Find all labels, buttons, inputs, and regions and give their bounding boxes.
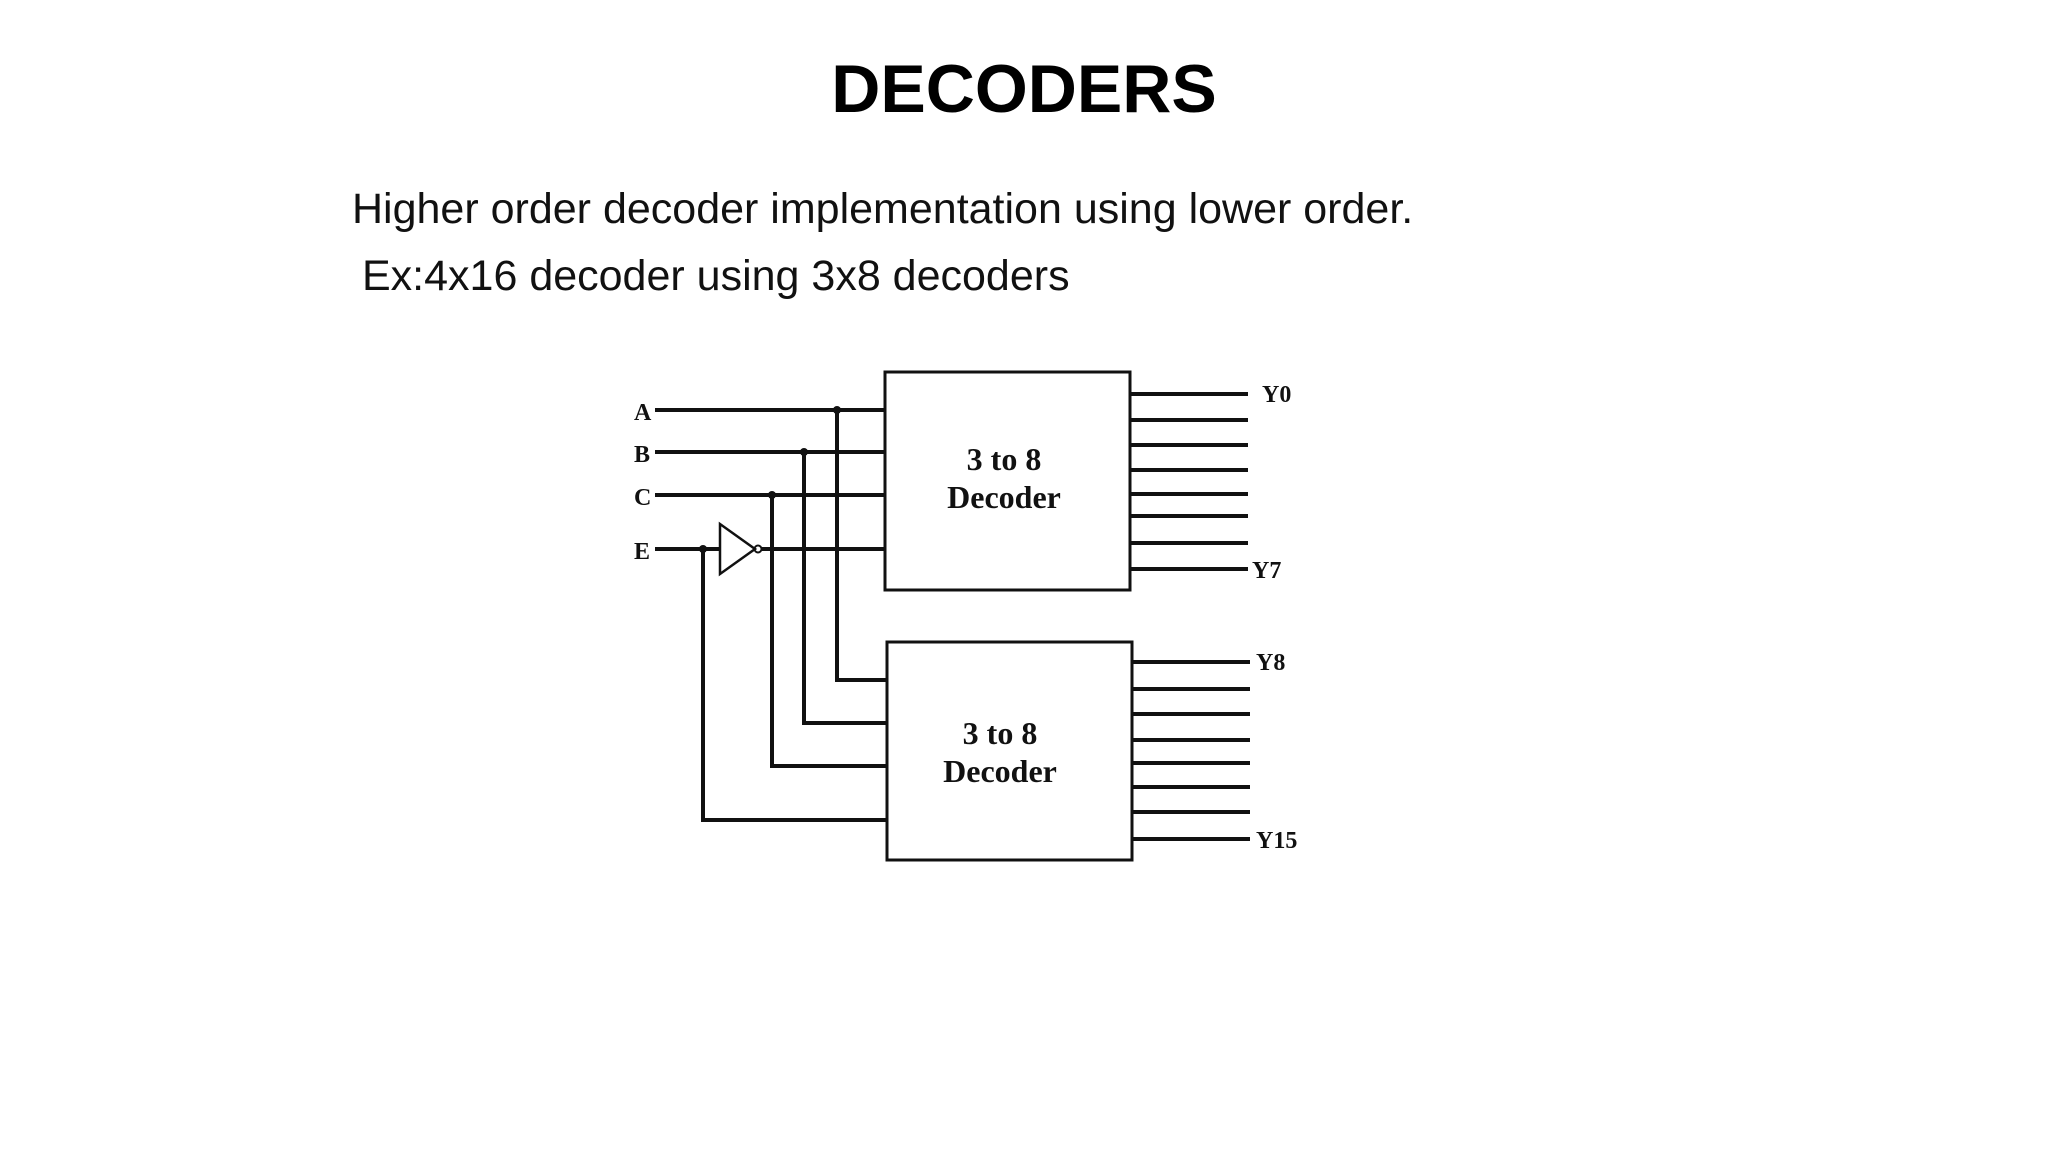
decoder-top-label-2: Decoder xyxy=(947,479,1061,515)
input-label-a: A xyxy=(634,400,652,426)
wire-e-branch xyxy=(701,549,887,822)
decoder-box-bottom xyxy=(885,640,1134,862)
input-label-c: C xyxy=(634,485,651,511)
junction-e xyxy=(699,545,707,553)
decoder-top-label-1: 3 to 8 xyxy=(967,441,1042,477)
not-gate-bubble xyxy=(753,544,763,554)
decoder-bottom-label-1: 3 to 8 xyxy=(963,715,1038,751)
output-label-y7: Y7 xyxy=(1252,558,1281,584)
input-label-e: E xyxy=(634,539,650,565)
wire-b-branch xyxy=(802,452,887,725)
slide-title: DECODERS xyxy=(831,51,1217,127)
wire-c-branch xyxy=(770,495,887,768)
junction-b xyxy=(800,448,808,456)
input-label-b: B xyxy=(634,442,650,468)
output-label-y0: Y0 xyxy=(1262,382,1291,408)
description-line-2: Ex:4x16 decoder using 3x8 decoders xyxy=(362,252,1070,300)
wire-a-branch xyxy=(835,410,887,682)
output-label-y8: Y8 xyxy=(1256,650,1285,676)
decoder-bottom-label-2: Decoder xyxy=(943,753,1057,789)
description-line-1: Higher order decoder implementation usin… xyxy=(352,185,1414,233)
junction-a xyxy=(833,406,841,414)
output-label-y15: Y15 xyxy=(1256,828,1297,854)
not-gate xyxy=(718,521,758,577)
junction-c xyxy=(768,491,776,499)
decoder-box-top xyxy=(883,370,1132,592)
